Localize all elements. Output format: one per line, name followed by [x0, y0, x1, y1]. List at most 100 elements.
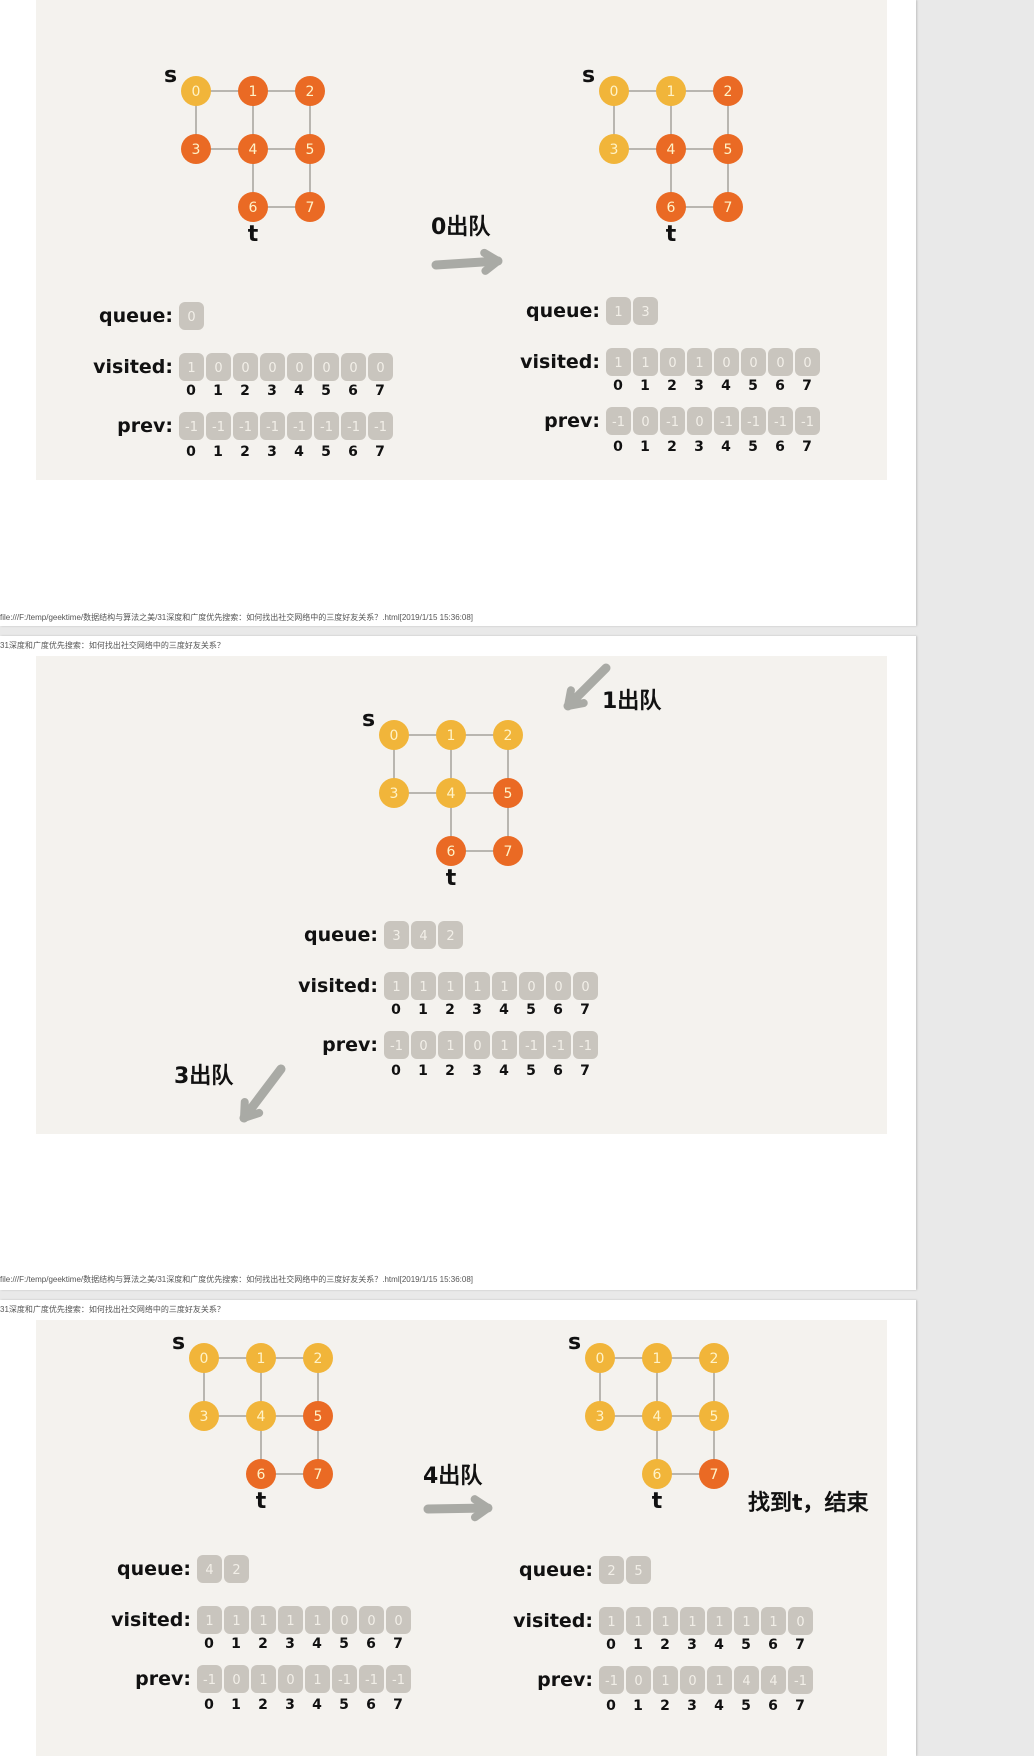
prev-value: -1 — [392, 1673, 405, 1688]
index-label: 7 — [802, 378, 812, 394]
index-label: 7 — [580, 1063, 590, 1079]
visited-value: 0 — [554, 980, 562, 995]
queue-value: 2 — [232, 1563, 240, 1578]
index-label: 2 — [445, 1063, 455, 1079]
index-label: 5 — [526, 1063, 536, 1079]
step-arrow-1-head — [564, 686, 588, 710]
visited-label: visited: — [298, 975, 378, 997]
index-label: 0 — [613, 439, 623, 455]
index-label: 6 — [348, 383, 358, 399]
graph-node-2 — [295, 76, 325, 106]
prev-label: prev: — [117, 415, 173, 437]
visited-cell — [278, 1606, 303, 1634]
graph-node-label: 4 — [653, 1409, 662, 1425]
visited-value: 0 — [367, 1614, 375, 1629]
index-label: 2 — [240, 383, 250, 399]
queue-label: queue: — [117, 1558, 191, 1580]
graph-node-label: 3 — [390, 786, 399, 802]
source-label: s — [568, 1330, 581, 1355]
visited-cell — [224, 1606, 249, 1634]
visited-cell — [465, 972, 490, 1000]
prev-cell — [761, 1666, 786, 1694]
graph-node-0 — [379, 720, 409, 750]
index-label: 0 — [606, 1698, 616, 1714]
queue-cell — [197, 1555, 222, 1583]
graph-node-label: 1 — [667, 84, 676, 100]
visited-cell — [546, 972, 571, 1000]
step-title: 1出队 — [602, 689, 662, 714]
source-label: s — [172, 1330, 185, 1355]
prev-value: -1 — [374, 420, 387, 435]
prev-value: 0 — [641, 415, 649, 430]
target-label: t — [666, 222, 677, 247]
visited-value: 1 — [419, 980, 427, 995]
prev-cell — [233, 412, 258, 440]
prev-cell — [492, 1031, 517, 1059]
step-arrow-2 — [239, 1064, 286, 1123]
index-label: 1 — [418, 1002, 428, 1018]
prev-value: 1 — [500, 1039, 508, 1054]
graph-node-7 — [713, 192, 743, 222]
graph-node-5 — [699, 1401, 729, 1431]
graph-node-label: 0 — [192, 84, 201, 100]
graph-node-label: 6 — [667, 200, 676, 216]
graph-node-label: 2 — [724, 84, 733, 100]
visited-cell — [573, 972, 598, 1000]
graph-node-label: 0 — [610, 84, 619, 100]
visited-cell — [707, 1607, 732, 1635]
target-label: t — [256, 1489, 267, 1514]
index-label: 5 — [339, 1636, 349, 1652]
graph-node-4 — [436, 778, 466, 808]
graph-node-label: 4 — [257, 1409, 266, 1425]
visited-label: visited: — [520, 351, 600, 373]
prev-cell — [224, 1665, 249, 1693]
prev-value: 0 — [634, 1674, 642, 1689]
step-title-2: 3出队 — [174, 1064, 234, 1089]
index-label: 3 — [694, 378, 704, 394]
prev-value: 4 — [742, 1674, 750, 1689]
prev-value: -1 — [666, 415, 679, 430]
prev-value: -1 — [794, 1674, 807, 1689]
visited-value: 0 — [722, 356, 730, 371]
visited-value: 1 — [769, 1615, 777, 1630]
prev-label: prev: — [135, 1668, 191, 1690]
index-label: 5 — [741, 1637, 751, 1653]
queue-cell — [606, 297, 631, 325]
index-label: 3 — [267, 444, 277, 460]
index-label: 1 — [231, 1636, 241, 1652]
prev-value: -1 — [266, 420, 279, 435]
index-label: 7 — [393, 1697, 403, 1713]
target-label: t — [446, 866, 457, 891]
index-label: 0 — [391, 1002, 401, 1018]
queue-value: 4 — [205, 1563, 213, 1578]
queue-cell — [438, 921, 463, 949]
index-label: 3 — [694, 439, 704, 455]
source-label: s — [362, 707, 375, 732]
prev-value: -1 — [612, 415, 625, 430]
visited-cell — [411, 972, 436, 1000]
index-label: 6 — [768, 1637, 778, 1653]
prev-cell — [707, 1666, 732, 1694]
index-label: 3 — [267, 383, 277, 399]
visited-cell — [332, 1606, 357, 1634]
index-label: 3 — [285, 1697, 295, 1713]
visited-value: 1 — [286, 1614, 294, 1629]
visited-value: 1 — [614, 356, 622, 371]
index-label: 0 — [186, 444, 196, 460]
graph-node-0 — [599, 76, 629, 106]
index-label: 7 — [580, 1002, 590, 1018]
step-arrow-2-head — [240, 1098, 264, 1122]
queue-cell — [633, 297, 658, 325]
index-label: 1 — [633, 1637, 643, 1653]
index-label: 0 — [613, 378, 623, 394]
index-label: 3 — [472, 1002, 482, 1018]
index-label: 4 — [714, 1698, 724, 1714]
graph-node-label: 5 — [306, 142, 315, 158]
prev-value: 1 — [661, 1674, 669, 1689]
queue-value: 4 — [419, 929, 427, 944]
visited-cell — [384, 972, 409, 1000]
visited-value: 1 — [661, 1615, 669, 1630]
index-label: 2 — [667, 378, 677, 394]
